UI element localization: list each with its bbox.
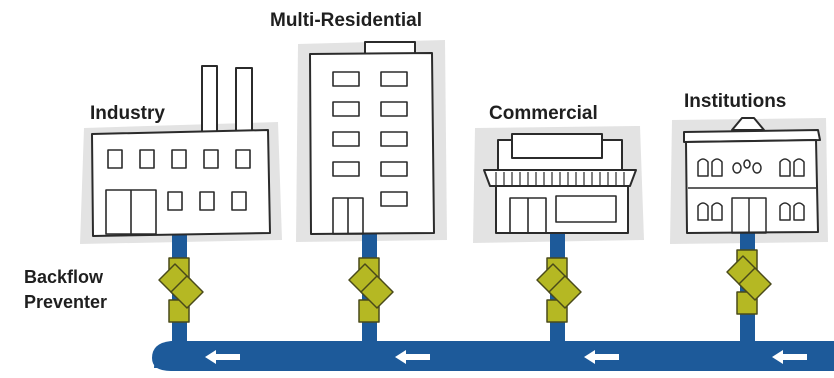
flow-arrow-icon xyxy=(395,350,430,364)
label-commercial: Commercial xyxy=(489,103,598,124)
flow-arrow-icon xyxy=(772,350,807,364)
backflow-valve-icon xyxy=(536,257,582,323)
flow-arrow-icon xyxy=(584,350,619,364)
flow-arrows xyxy=(205,350,807,364)
backflow-valve-icon xyxy=(158,257,204,323)
service-pipes xyxy=(172,230,755,350)
label-multi-residential: Multi-Residential xyxy=(270,10,423,31)
institution-building-icon xyxy=(683,117,821,234)
flow-arrow-icon xyxy=(205,350,240,364)
label-industry: Industry xyxy=(90,103,165,124)
main-pipe xyxy=(152,341,834,371)
backflow-valve-icon xyxy=(726,249,772,315)
factory-icon xyxy=(91,65,271,237)
label-backflow-line1: Backflow xyxy=(24,267,104,287)
backflow-valves xyxy=(158,249,772,323)
storefront-icon xyxy=(483,133,637,234)
label-institutions: Institutions xyxy=(684,91,787,112)
apartment-building-icon xyxy=(309,41,435,235)
label-backflow-preventer: Backflow Preventer xyxy=(24,265,107,315)
backflow-valve-icon xyxy=(348,257,394,323)
label-backflow-line2: Preventer xyxy=(24,292,108,312)
